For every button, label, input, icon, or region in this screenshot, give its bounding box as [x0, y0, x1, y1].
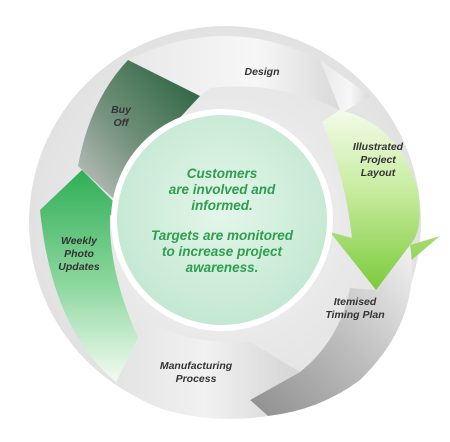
label-weekly-3: Updates	[58, 261, 100, 273]
center-line-6: awareness.	[186, 260, 259, 275]
label-weekly-2: Photo	[64, 248, 94, 260]
center-line-2: are involved and	[169, 182, 276, 197]
segment-design[interactable]	[128, 36, 340, 110]
segment-buy-off[interactable]	[78, 60, 200, 200]
center-line-5: to increase project	[162, 244, 283, 259]
center-message: Customers are involved and informed. Tar…	[151, 166, 294, 275]
center-circle	[111, 109, 333, 331]
center-line-3: informed.	[191, 198, 253, 213]
label-layout-2: Project	[360, 154, 396, 166]
label-timing-2: Timing Plan	[325, 309, 384, 321]
label-weekly-1: Weekly	[61, 235, 98, 247]
label-buyoff-2: Off	[114, 117, 130, 129]
center-line-1: Customers	[187, 166, 258, 181]
label-layout-3: Layout	[361, 167, 396, 179]
segment-weekly-updates[interactable]	[40, 170, 138, 382]
segment-project-layout[interactable]	[322, 110, 440, 290]
label-layout-1: Illustrated	[353, 141, 404, 153]
label-buyoff-1: Buy	[111, 104, 132, 116]
segment-design-arrow	[320, 60, 370, 120]
label-design: Design	[244, 66, 279, 78]
segment-manufacturing[interactable]	[112, 322, 300, 419]
segment-timing-plan[interactable]	[250, 245, 412, 416]
label-manufacturing-1: Manufacturing	[160, 360, 233, 372]
label-manufacturing-2: Process	[176, 373, 217, 385]
label-timing-1: Itemised	[334, 296, 377, 308]
center-line-4: Targets are monitored	[151, 228, 294, 243]
